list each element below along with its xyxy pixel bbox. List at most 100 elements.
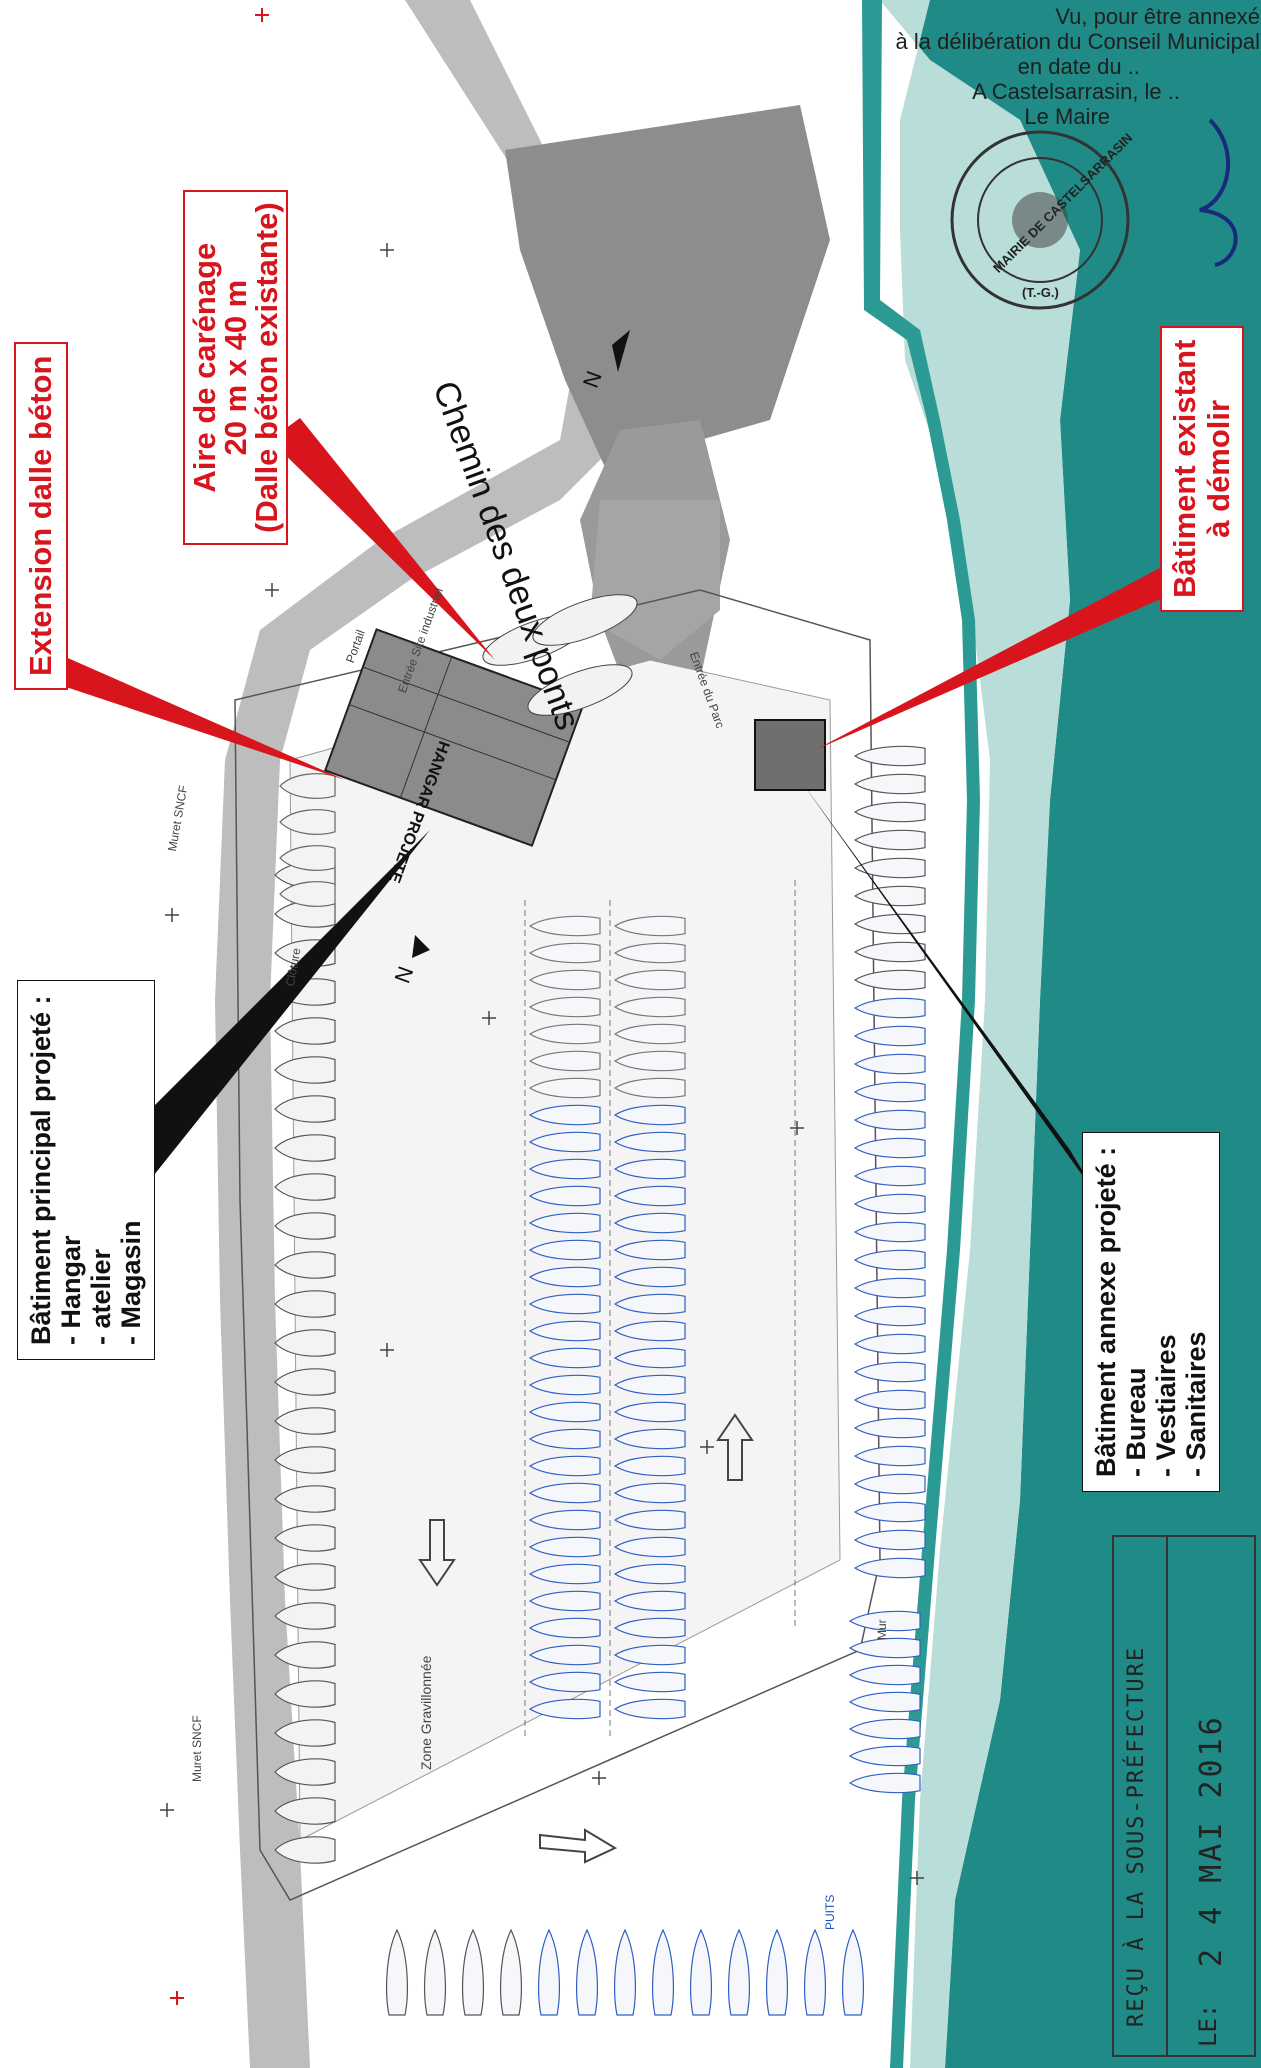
- boat-symbol: [274, 1602, 336, 1630]
- callout-aire-carenage: Aire de carénage 20 m x 40 m (Dalle béto…: [183, 190, 288, 545]
- existant-line-2: à démolir: [1201, 399, 1236, 538]
- boat-symbol: [842, 1928, 864, 2016]
- boat-symbol: [274, 1329, 336, 1357]
- boat-symbol: [853, 1389, 926, 1411]
- river-bank-strip: [880, 0, 1080, 2068]
- boat-symbol: [853, 1417, 926, 1439]
- boat-symbol: [528, 915, 601, 937]
- seal-sub: (T.-G.): [1022, 285, 1059, 300]
- existing-platform: [505, 105, 830, 500]
- boat-symbol: [613, 1347, 686, 1369]
- boat-symbol: [613, 996, 686, 1018]
- boat-symbol: [728, 1928, 750, 2016]
- boat-symbol: [500, 1928, 522, 2016]
- sous-prefecture-stamp: REÇU À LA SOUS-PRÉFECTURE LE: 2 4 MAI 20…: [1112, 1535, 1256, 2057]
- callout-batiment-annexe: Bâtiment annexe projeté : - Bureau - Ves…: [1082, 1131, 1220, 1492]
- boat-symbol: [274, 1797, 336, 1825]
- boat-symbol: [853, 1305, 926, 1327]
- boat-symbol: [274, 1485, 336, 1513]
- boat-symbol: [528, 1536, 601, 1558]
- canal: [862, 0, 980, 2068]
- boat-symbol: [853, 997, 926, 1019]
- boat-symbol: [690, 1928, 712, 2016]
- principal-line-2: - Hangar: [56, 1235, 86, 1345]
- boat-symbol: [576, 1928, 598, 2016]
- boat-symbol: [853, 1249, 926, 1271]
- annex-line-3: en date du ..: [1017, 54, 1140, 79]
- boat-symbol: [274, 1680, 336, 1708]
- boat-symbol: [848, 1637, 921, 1659]
- boat-symbol: [613, 1401, 686, 1423]
- boat-symbol: [766, 1928, 788, 2016]
- boat-symbol: [528, 1563, 601, 1585]
- boat-symbol: [528, 1482, 601, 1504]
- boat-symbol: [274, 1719, 336, 1747]
- boat-symbol: [528, 1428, 601, 1450]
- boat-symbol: [274, 1758, 336, 1786]
- annex-note: Vu, pour être annexé à la délibération d…: [770, 4, 1260, 129]
- boat-symbol: [274, 1056, 336, 1084]
- boat-symbol: [613, 1320, 686, 1342]
- aire-pointer: [270, 418, 495, 660]
- boat-symbol: [804, 1928, 826, 2016]
- boat-symbol: [853, 1053, 926, 1075]
- extension-pointer: [45, 648, 345, 780]
- boat-symbol: [613, 969, 686, 991]
- boat-symbol: [528, 1131, 601, 1153]
- boat-symbol: [613, 1158, 686, 1180]
- extension-line-1: Extension dalle béton: [23, 355, 58, 676]
- boat-symbol: [274, 900, 336, 928]
- red-marks: [170, 8, 269, 2005]
- stamp-le-label: LE:: [1194, 2003, 1222, 2047]
- boat-symbol: [274, 1836, 336, 1864]
- boat-symbol: [528, 1644, 601, 1666]
- boat-symbol: [848, 1772, 921, 1794]
- puits-label: PUITS: [823, 1894, 837, 1930]
- boat-symbol: [279, 845, 336, 871]
- boat-symbol: [528, 1671, 601, 1693]
- boat-symbol: [613, 1374, 686, 1396]
- site-road: [215, 0, 640, 2068]
- existant-line-1: Bâtiment existant: [1167, 339, 1202, 598]
- boat-rows: [274, 745, 926, 2016]
- annexe-line-1: Bâtiment annexe projeté :: [1091, 1146, 1121, 1477]
- boat-symbol: [853, 1557, 926, 1579]
- boat-symbol: [613, 1212, 686, 1234]
- boat-symbol: [528, 1050, 601, 1072]
- boat-symbol: [274, 1134, 336, 1162]
- boat-symbol: [613, 915, 686, 937]
- boat-symbol: [613, 1482, 686, 1504]
- boat-symbol: [853, 1333, 926, 1355]
- principal-line-4: - Magasin: [116, 1220, 146, 1345]
- boat-symbol: [279, 809, 336, 835]
- aire-line-3: (Dalle béton existante): [249, 202, 284, 533]
- boat-symbol: [652, 1928, 674, 2016]
- annexe-line-2: - Bureau: [1121, 1367, 1151, 1477]
- aire-line-1: Aire de carénage: [187, 242, 222, 493]
- boat-symbol: [613, 1104, 686, 1126]
- callout-extension-dalle: Extension dalle béton: [14, 341, 68, 690]
- survey-crosses: [160, 243, 924, 1885]
- boat-symbol: [528, 1023, 601, 1045]
- boat-symbol: [528, 1293, 601, 1315]
- boat-symbol: [853, 745, 926, 767]
- boat-symbol: [528, 1374, 601, 1396]
- annexe-line-4: - Sanitaires: [1181, 1331, 1211, 1477]
- existant-pointer: [815, 560, 1175, 750]
- boat-symbol: [528, 1158, 601, 1180]
- aire-line-2: 20 m x 40 m: [218, 279, 253, 456]
- boat-symbol: [274, 1095, 336, 1123]
- existing-building: [754, 719, 826, 791]
- boat-symbol: [274, 1524, 336, 1552]
- boat-symbol: [853, 1473, 926, 1495]
- boat-symbol: [274, 1290, 336, 1318]
- boat-symbol: [853, 1081, 926, 1103]
- boat-symbol: [853, 1529, 926, 1551]
- boat-symbol: [613, 1050, 686, 1072]
- callout-batiment-principal: Bâtiment principal projeté : - Hangar - …: [17, 980, 155, 1360]
- boat-symbol: [613, 1239, 686, 1261]
- boat-symbol: [613, 1185, 686, 1207]
- boat-symbol: [853, 1137, 926, 1159]
- boat-symbol: [848, 1745, 921, 1767]
- callout-batiment-existant: Bâtiment existant à démolir: [1160, 325, 1244, 612]
